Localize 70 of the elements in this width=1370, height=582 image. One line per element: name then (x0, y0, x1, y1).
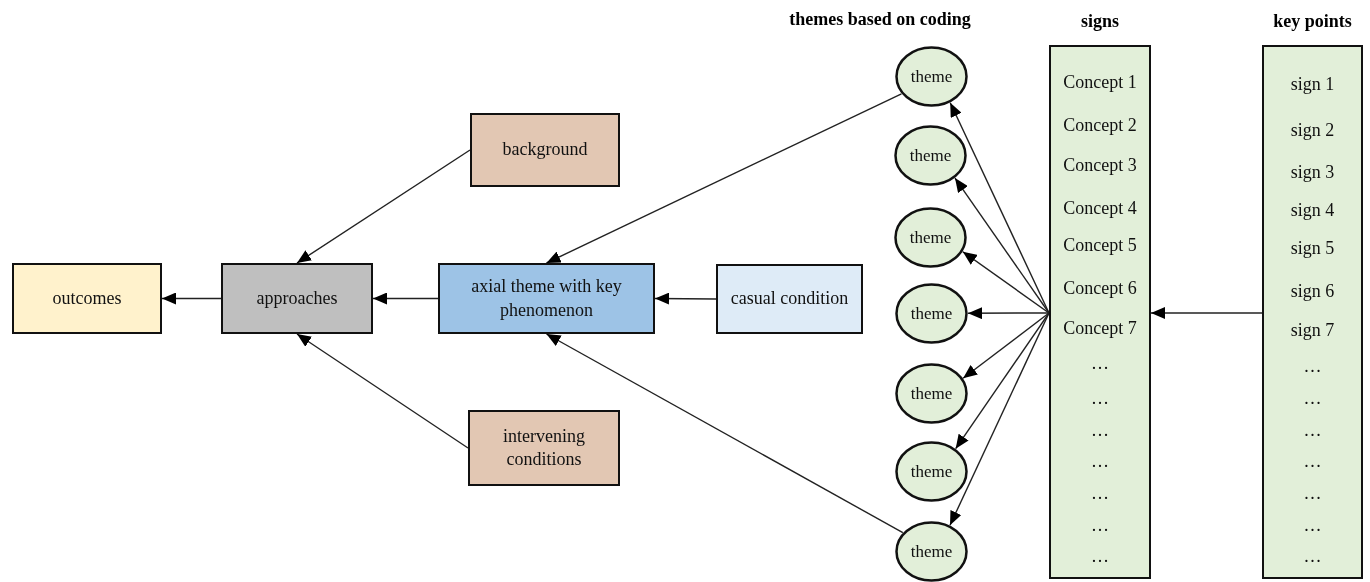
list-item: Concept 1 (1062, 72, 1138, 92)
theme-label: theme (909, 227, 952, 248)
list-item: Concept 5 (1062, 235, 1138, 255)
column-heading: key points (1272, 11, 1353, 32)
process-box (468, 410, 620, 486)
arrow (372, 292, 439, 305)
theme-ellipse (895, 521, 968, 582)
column-heading: themes based on coding (789, 9, 971, 30)
list-item: … (1090, 420, 1110, 440)
list-item: Concept 4 (1062, 198, 1138, 218)
arrow (962, 251, 1050, 314)
list-item: … (1302, 483, 1323, 503)
arrow (296, 149, 471, 264)
box-label: casual condition (729, 287, 850, 311)
list-item: sign 3 (1289, 162, 1336, 182)
list-item: Concept 3 (1062, 155, 1138, 175)
arrow (545, 93, 903, 264)
box-label: outcomes (51, 286, 123, 310)
box-label: axial theme with key phenomenon (470, 275, 623, 322)
arrow (962, 312, 1050, 379)
theme-label: theme (910, 66, 953, 87)
theme-ellipse (895, 46, 968, 107)
list-item: sign 2 (1289, 120, 1336, 140)
theme-label: theme (910, 303, 953, 324)
process-box (12, 263, 162, 334)
arrow (954, 312, 1050, 450)
list-item: sign 5 (1289, 238, 1336, 258)
process-box (716, 264, 863, 334)
theme-ellipse (895, 441, 968, 502)
list-item: sign 1 (1289, 74, 1336, 94)
arrow (296, 333, 469, 449)
column-heading: signs (1080, 11, 1120, 32)
list-item: sign 7 (1289, 320, 1336, 340)
theme-label: theme (910, 383, 953, 404)
process-box (438, 263, 655, 334)
theme-ellipse (895, 283, 968, 344)
theme-label: theme (910, 541, 953, 562)
list-item: … (1302, 420, 1323, 440)
list-item: sign 4 (1289, 200, 1336, 220)
list-item: … (1090, 451, 1110, 471)
list-item: … (1090, 546, 1110, 566)
list-item: … (1090, 515, 1110, 535)
list-item: … (1302, 356, 1323, 376)
theme-label: theme (909, 145, 952, 166)
arrow (161, 292, 222, 305)
list-item: … (1302, 451, 1323, 471)
list-item: Concept 2 (1062, 115, 1138, 135)
arrow (954, 177, 1050, 314)
list-item: sign 6 (1289, 281, 1336, 301)
theme-label: theme (910, 461, 953, 482)
list-item: … (1090, 388, 1110, 408)
arrow (654, 292, 717, 305)
list-item: … (1302, 546, 1323, 566)
list-item: … (1090, 353, 1110, 373)
arrow (967, 307, 1050, 320)
box-label: intervening conditions (502, 424, 586, 471)
theme-ellipse (895, 363, 968, 424)
process-box (470, 113, 620, 187)
box-label: approaches (255, 286, 339, 310)
arrow (1150, 307, 1263, 319)
arrow (545, 333, 904, 534)
theme-ellipse (894, 125, 967, 186)
list-item: … (1302, 388, 1323, 408)
list-item: … (1302, 515, 1323, 535)
process-box (221, 263, 373, 334)
theme-ellipse (894, 207, 967, 268)
list-item: Concept 6 (1062, 278, 1138, 298)
box-label: background (501, 138, 589, 162)
list-item: Concept 7 (1062, 318, 1138, 338)
list-item: … (1090, 483, 1110, 503)
